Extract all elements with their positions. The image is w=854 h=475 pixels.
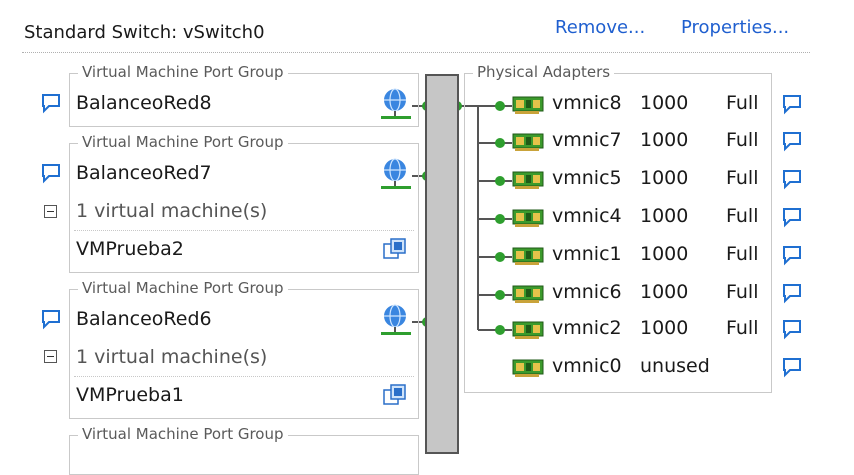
adapter-speed: 1000 xyxy=(640,205,689,227)
adapter-speed: 1000 xyxy=(640,129,689,151)
adapter-duplex: Full xyxy=(726,167,759,189)
physical-adapter-row[interactable]: vmnic0 unused xyxy=(464,354,774,384)
port-group-name: BalanceoRed8 xyxy=(76,92,212,114)
physical-adapter-row[interactable]: vmnic7 1000 Full xyxy=(464,128,774,158)
port-group-legend: Virtual Machine Port Group xyxy=(78,133,288,151)
adapter-name: vmnic1 xyxy=(552,243,622,265)
vm-name: VMPrueba1 xyxy=(76,384,184,406)
vm-count: 1 virtual machine(s) xyxy=(76,200,268,222)
adapter-name: vmnic4 xyxy=(552,205,622,227)
speech-bubble-icon[interactable] xyxy=(40,92,62,114)
collapse-minus-icon[interactable] xyxy=(44,205,57,218)
speech-bubble-icon[interactable] xyxy=(781,168,803,190)
adapter-name: vmnic2 xyxy=(552,317,622,339)
physical-adapters-legend: Physical Adapters xyxy=(473,63,615,81)
adapter-name: vmnic0 xyxy=(552,355,622,377)
adapter-name: vmnic8 xyxy=(552,92,622,114)
vm-name: VMPrueba2 xyxy=(76,238,184,260)
adapter-duplex: Full xyxy=(726,317,759,339)
port-group-balanceored8[interactable]: Virtual Machine Port Group BalanceoRed8 xyxy=(69,63,419,127)
adapter-name: vmnic6 xyxy=(552,281,622,303)
physical-adapter-row[interactable]: vmnic4 1000 Full xyxy=(464,204,774,234)
vm-separator xyxy=(74,376,414,377)
speech-bubble-icon[interactable] xyxy=(40,308,62,330)
port-group-name: BalanceoRed6 xyxy=(76,308,212,330)
speech-bubble-icon[interactable] xyxy=(781,93,803,115)
collapse-minus-icon[interactable] xyxy=(44,350,57,363)
speech-bubble-icon[interactable] xyxy=(781,318,803,340)
physical-adapter-row[interactable]: vmnic6 1000 Full xyxy=(464,280,774,310)
vswitch-bar xyxy=(425,74,459,454)
speech-bubble-icon[interactable] xyxy=(781,282,803,304)
adapter-duplex: Full xyxy=(726,205,759,227)
adapter-speed: 1000 xyxy=(640,317,689,339)
network-adapter-icon xyxy=(512,209,544,227)
network-adapter-icon xyxy=(512,247,544,265)
vm-count: 1 virtual machine(s) xyxy=(76,346,268,368)
port-group-name: BalanceoRed7 xyxy=(76,162,212,184)
physical-adapter-row[interactable]: vmnic5 1000 Full xyxy=(464,166,774,196)
network-adapter-icon xyxy=(512,359,544,377)
port-group-legend: Virtual Machine Port Group xyxy=(78,425,288,443)
adapter-speed: unused xyxy=(640,355,710,377)
adapter-duplex: Full xyxy=(726,281,759,303)
properties-link[interactable]: Properties... xyxy=(681,17,790,38)
port-group-balanceored6[interactable]: Virtual Machine Port Group BalanceoRed6 … xyxy=(69,279,419,419)
vm-separator xyxy=(74,230,414,231)
adapter-speed: 1000 xyxy=(640,92,689,114)
speech-bubble-icon[interactable] xyxy=(781,244,803,266)
network-adapter-icon xyxy=(512,133,544,151)
virtual-machine-icon[interactable] xyxy=(382,382,408,408)
adapter-speed: 1000 xyxy=(640,281,689,303)
port-group-legend: Virtual Machine Port Group xyxy=(78,279,288,297)
network-adapter-icon xyxy=(512,285,544,303)
adapter-duplex: Full xyxy=(726,243,759,265)
speech-bubble-icon[interactable] xyxy=(781,356,803,378)
network-globe-icon[interactable] xyxy=(379,303,413,337)
switch-title: Standard Switch: vSwitch0 xyxy=(24,22,265,43)
adapter-speed: 1000 xyxy=(640,243,689,265)
port-group-partial[interactable]: Virtual Machine Port Group xyxy=(69,425,419,475)
physical-adapters-box: Physical Adapters xyxy=(464,63,772,393)
header-divider xyxy=(22,52,810,53)
physical-adapter-row[interactable]: vmnic2 1000 Full xyxy=(464,316,774,346)
virtual-machine-icon[interactable] xyxy=(382,236,408,262)
network-adapter-icon xyxy=(512,321,544,339)
port-group-legend: Virtual Machine Port Group xyxy=(78,63,288,81)
adapter-duplex: Full xyxy=(726,92,759,114)
remove-link[interactable]: Remove... xyxy=(555,17,646,38)
adapter-duplex: Full xyxy=(726,129,759,151)
physical-adapter-row[interactable]: vmnic8 1000 Full xyxy=(464,91,774,121)
adapter-name: vmnic7 xyxy=(552,129,622,151)
adapter-speed: 1000 xyxy=(640,167,689,189)
network-globe-icon[interactable] xyxy=(379,157,413,191)
adapter-name: vmnic5 xyxy=(552,167,622,189)
network-globe-icon[interactable] xyxy=(379,87,413,121)
speech-bubble-icon[interactable] xyxy=(781,206,803,228)
speech-bubble-icon[interactable] xyxy=(40,162,62,184)
network-adapter-icon xyxy=(512,171,544,189)
port-group-balanceored7[interactable]: Virtual Machine Port Group BalanceoRed7 … xyxy=(69,133,419,273)
speech-bubble-icon[interactable] xyxy=(781,130,803,152)
physical-adapter-row[interactable]: vmnic1 1000 Full xyxy=(464,242,774,272)
network-adapter-icon xyxy=(512,96,544,114)
